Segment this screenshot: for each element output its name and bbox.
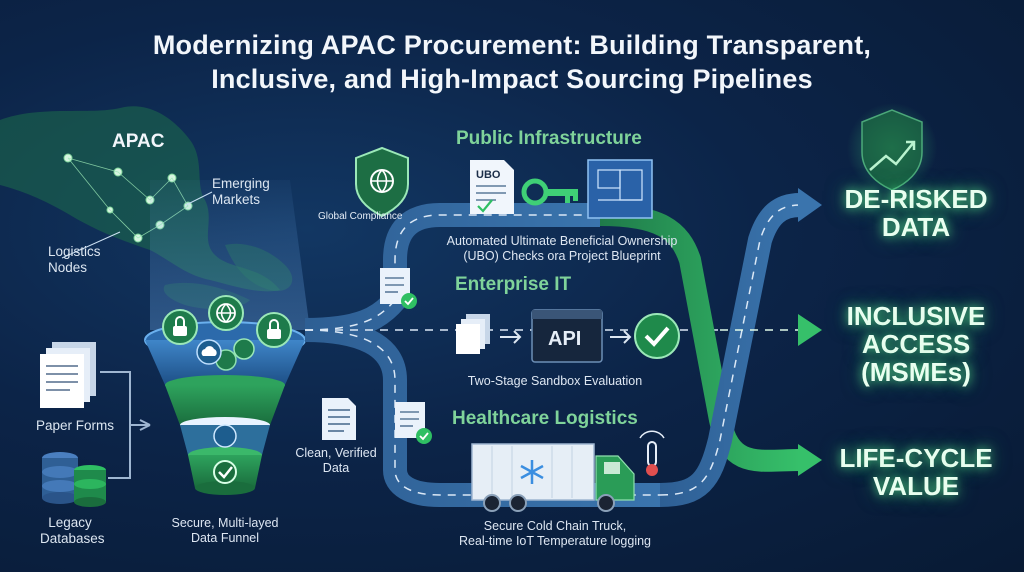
map-region-label: APAC xyxy=(112,131,165,152)
emerging-markets-label: Emerging Markets xyxy=(212,176,270,207)
checklist-icon xyxy=(380,268,417,309)
arrow-icon-2 xyxy=(610,330,632,344)
clean-data-document-icon xyxy=(322,398,356,440)
input-connectors xyxy=(100,371,151,479)
pipeline-title-healthcare-logistics: Healthcare Logistics xyxy=(452,408,638,429)
database-icon xyxy=(42,452,106,507)
global-compliance-badge xyxy=(355,146,409,218)
pipeline-caption-healthcare-logistics: Secure Cold Chain Truck, Real-time IoT T… xyxy=(459,519,651,548)
shield-growth-icon xyxy=(847,103,937,193)
funnel-beam xyxy=(150,180,310,330)
legacy-databases-label: Legacy Databases xyxy=(40,515,105,546)
arrow-icon xyxy=(500,330,522,344)
outcome-life-cycle-value: LIFE-CYCLE VALUE xyxy=(839,443,993,501)
shield-check-icon xyxy=(233,338,255,360)
title-line-2: Inclusive, and High-Impact Sourcing Pipe… xyxy=(211,64,813,94)
outcome-inclusive-access: INCLUSIVE ACCESS (MSMEs) xyxy=(846,301,986,387)
map-landmass xyxy=(0,106,280,292)
blueprint-icon xyxy=(587,159,653,219)
pipeline-caption-enterprise-it: Two-Stage Sandbox Evaluation xyxy=(467,374,643,388)
arrowhead-bottom xyxy=(798,444,822,476)
pipeline-title-public-infrastructure: Public Infrastructure xyxy=(456,128,642,149)
cold-chain-truck-icon xyxy=(471,443,635,512)
arrowhead-top xyxy=(798,188,822,222)
logistics-nodes-label: Logistics Nodes xyxy=(48,244,101,275)
api-label: API xyxy=(548,328,582,350)
callout-line xyxy=(61,231,121,259)
pipeline-title-enterprise-it: Enterprise IT xyxy=(455,274,572,295)
outcome-de-risked-data: DE-RISKED DATA xyxy=(844,184,988,242)
api-window xyxy=(531,309,603,363)
pipeline-caption-public-infrastructure: Automated Ultimate Beneficial Ownership … xyxy=(446,234,678,263)
funnel-icons xyxy=(162,295,292,365)
ubo-label: UBO xyxy=(476,169,501,181)
thermometer-icon xyxy=(639,430,665,476)
ubo-document-icon xyxy=(470,160,514,214)
funnel-check-icon xyxy=(213,460,237,484)
snowflake-icon xyxy=(520,460,544,484)
global-compliance-label: Global Compliance xyxy=(318,211,403,222)
arrowhead-middle xyxy=(798,314,822,346)
funnel-caption: Secure, Multi-layed Data Funnel xyxy=(171,516,279,545)
data-funnel xyxy=(144,321,306,495)
paper-forms-icon xyxy=(40,342,96,408)
title-line-1: Modernizing APAC Procurement: Building T… xyxy=(152,30,872,60)
key-icon xyxy=(521,178,578,206)
paper-forms-label: Paper Forms xyxy=(36,418,115,433)
clean-data-caption: Clean, Verified Data xyxy=(295,446,377,475)
funnel-handshake-icon xyxy=(213,424,237,448)
outcome-roads xyxy=(599,188,822,507)
approved-check-icon xyxy=(634,313,680,359)
checklist-icon-2 xyxy=(395,402,432,444)
document-stack-icon xyxy=(456,314,490,354)
